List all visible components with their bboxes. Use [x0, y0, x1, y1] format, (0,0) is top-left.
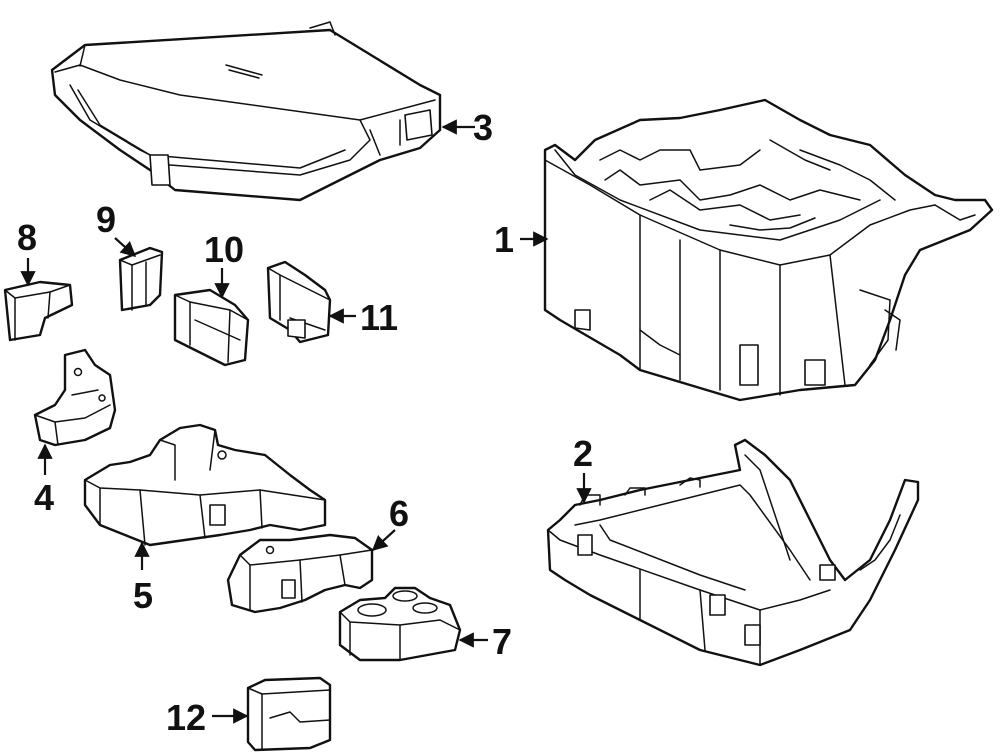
- callout-11: 11: [360, 297, 398, 338]
- part-6-relay-holder: [226, 533, 374, 614]
- callout-3: 3: [473, 107, 493, 148]
- callout-leaders: [20, 119, 592, 724]
- part-9-relay: [118, 246, 164, 312]
- part-12-relay: [246, 676, 332, 752]
- part-4-bracket: [33, 348, 117, 447]
- leader-9: [114, 237, 137, 258]
- part-8-fuse: [3, 280, 74, 342]
- part-10-relay: [173, 288, 250, 367]
- callout-4: 4: [34, 477, 54, 518]
- callout-7: 7: [492, 621, 512, 662]
- callout-numbers: 3 1 2 8 9 10 11 4 5 6 7 12: [17, 107, 593, 738]
- callout-2: 2: [573, 433, 593, 474]
- callout-9: 9: [96, 199, 116, 240]
- callout-8: 8: [17, 217, 37, 258]
- part-5-relay-holder: [83, 423, 327, 547]
- callout-6: 6: [389, 493, 409, 534]
- part-3-cover: [50, 21, 442, 202]
- part-7-relay-block: [338, 586, 462, 662]
- leader-6: [371, 529, 396, 552]
- callout-10: 10: [204, 229, 244, 270]
- part-1-fuse-box: [543, 98, 994, 402]
- part-2-lower-case: [546, 438, 920, 667]
- callout-1: 1: [494, 219, 514, 260]
- callout-5: 5: [133, 575, 153, 616]
- part-11-connector: [266, 260, 332, 344]
- callout-12: 12: [166, 697, 206, 738]
